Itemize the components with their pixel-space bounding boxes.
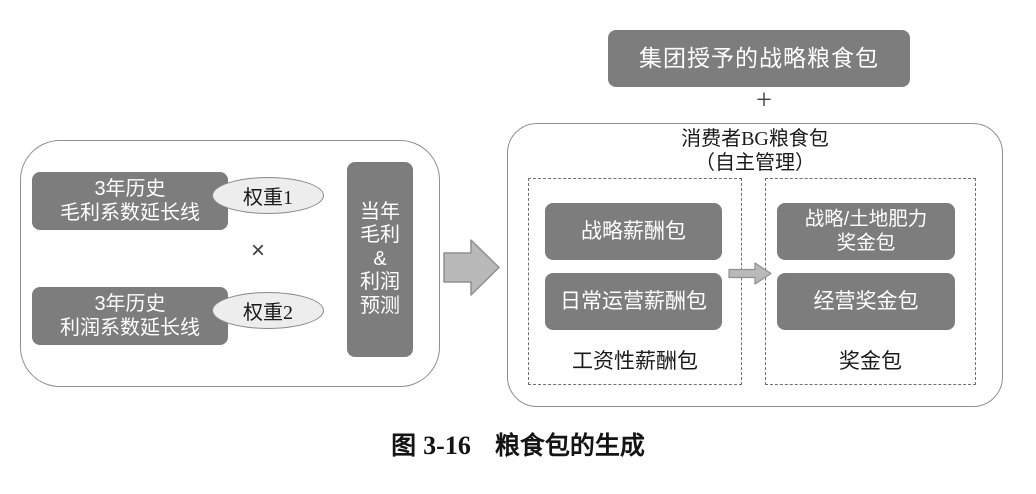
operating-bonus-label: 经营奖金包 (813, 289, 919, 313)
forecast-line-3: & (373, 247, 387, 270)
caption-figure-number: 3-16 (423, 431, 471, 460)
panel-title-line1: 消费者BG粮食包 (681, 128, 829, 150)
big-right-arrow-icon (443, 238, 501, 298)
salary-group-label: 工资性薪酬包 (572, 349, 698, 373)
history-gross-line1: 3年历史 (94, 177, 166, 200)
history-gross-coefficient-box: 3年历史 毛利系数延长线 (32, 172, 228, 230)
history-profit-line1: 3年历史 (94, 292, 166, 315)
history-profit-coefficient-box: 3年历史 利润系数延长线 (32, 287, 228, 345)
panel-title-line2: （自主管理） (695, 152, 815, 174)
weight1-ellipse: 权重1 (212, 177, 324, 214)
current-year-forecast-box: 当年 毛利 & 利润 预测 (347, 162, 413, 357)
weight1-label: 权重1 (243, 187, 293, 209)
strategic-land-bonus-line1: 战略/土地肥力 (804, 207, 928, 230)
history-profit-line2: 利润系数延长线 (60, 317, 200, 339)
transfer-right-arrow-icon (728, 262, 773, 285)
figure-caption: 图 3-16 粮食包的生成 (0, 426, 1036, 462)
multiply-symbol: × (250, 237, 265, 264)
bonus-package-group (765, 178, 976, 385)
strategic-land-bonus-box: 战略/土地肥力 奖金包 (777, 203, 955, 260)
caption-figure-label: 图 (391, 432, 417, 460)
forecast-line-2: 毛利 (360, 224, 400, 247)
salary-package-group (528, 178, 742, 385)
history-gross-line2: 毛利系数延长线 (60, 202, 200, 224)
weight2-label: 权重2 (243, 302, 293, 324)
group-strategic-package-label: 集团授予的战略粮食包 (639, 45, 879, 72)
group-strategic-package-box: 集团授予的战略粮食包 (608, 30, 910, 87)
strategic-salary-box: 战略薪酬包 (545, 203, 722, 260)
strategic-salary-label: 战略薪酬包 (581, 219, 686, 243)
consumer-bg-package-title: 消费者BG粮食包 （自主管理） (507, 127, 1003, 175)
daily-operation-salary-box: 日常运营薪酬包 (545, 273, 722, 330)
forecast-line-1: 当年 (360, 200, 400, 223)
strategic-land-bonus-line2: 奖金包 (836, 231, 896, 254)
weight2-ellipse: 权重2 (212, 292, 324, 329)
forecast-line-4: 利润 (360, 271, 400, 294)
caption-figure-title: 粮食包的生成 (494, 432, 645, 460)
forecast-line-5: 预测 (360, 294, 400, 317)
operating-bonus-box: 经营奖金包 (777, 273, 955, 330)
daily-operation-salary-label: 日常运营薪酬包 (560, 289, 707, 313)
plus-symbol: + (756, 85, 772, 116)
bonus-group-label: 奖金包 (839, 349, 902, 373)
